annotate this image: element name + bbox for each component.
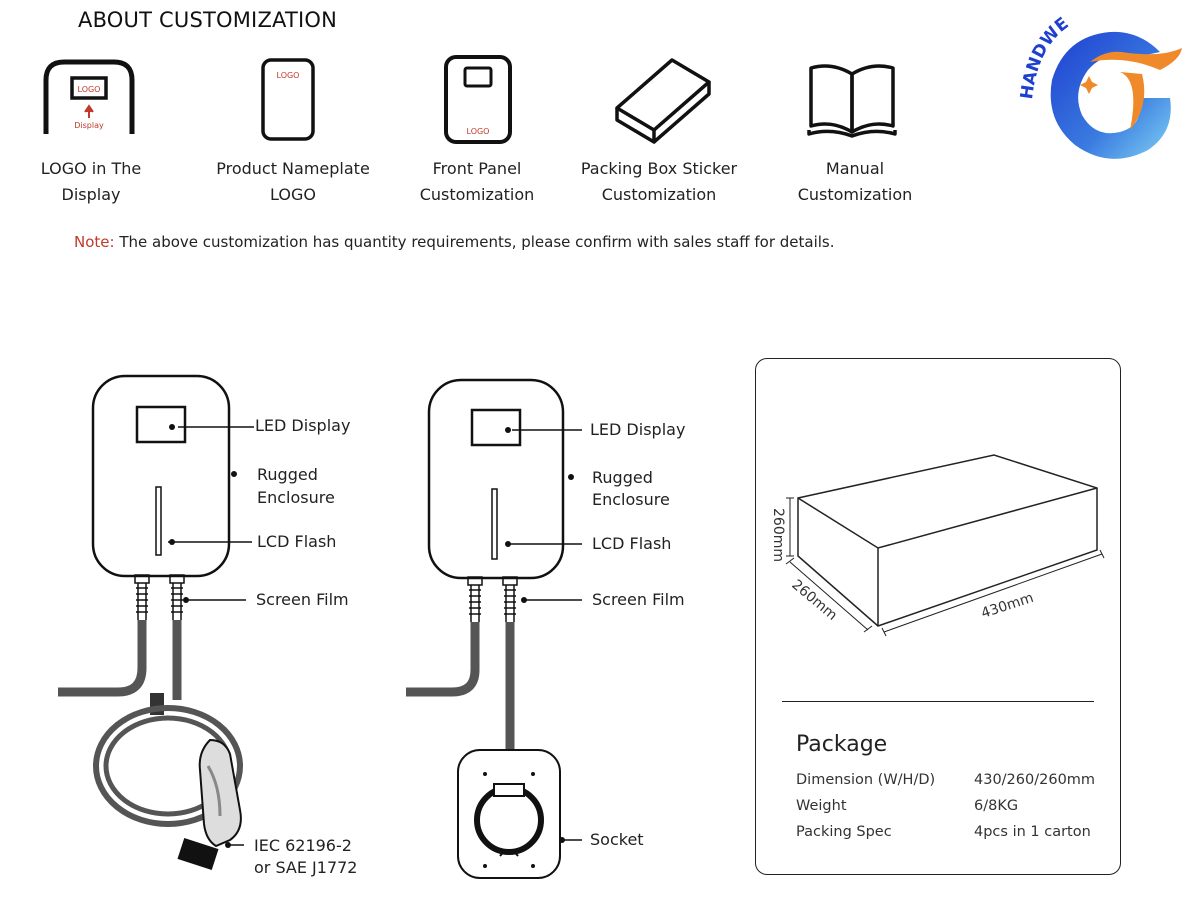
brand-logo: HANDWE	[1017, 14, 1182, 159]
option-line2: Customization	[419, 185, 535, 204]
enclosure-outline	[427, 378, 565, 580]
label-enclosure-a-2: Enclosure	[257, 488, 335, 507]
option-nameplate[interactable]: Product Nameplate LOGO	[203, 156, 383, 208]
spec-value-packing: 4pcs in 1 carton	[974, 824, 1091, 840]
spec-value-weight: 6/8KG	[974, 798, 1019, 814]
label-enclosure-b-2: Enclosure	[592, 490, 670, 509]
lcd-flash-strip	[491, 488, 498, 560]
box-sticker-icon	[615, 58, 711, 144]
display-logo-text: LOGO	[78, 85, 101, 94]
enclosure-outline	[91, 374, 231, 578]
spec-key-packing: Packing Spec	[796, 824, 892, 840]
label-screen-film-b: Screen Film	[592, 590, 685, 609]
label-plug-a-2: or SAE J1772	[254, 858, 358, 877]
front-panel-logo-text: LOGO	[467, 127, 490, 136]
coiled-cable	[93, 705, 243, 827]
brand-wing-icon	[1090, 48, 1182, 70]
option-front-panel[interactable]: Front Panel Customization	[402, 156, 552, 208]
option-line1: Manual	[825, 159, 885, 178]
option-manual[interactable]: Manual Customization	[780, 156, 930, 208]
option-line1: Packing Box Sticker	[580, 159, 738, 178]
nameplate-logo-text: LOGO	[277, 71, 300, 80]
display-text: Display	[74, 121, 104, 130]
display-logo-icon: LOGO Display	[43, 59, 135, 134]
option-box-sticker[interactable]: Packing Box Sticker Customization	[570, 156, 748, 208]
label-plug-a-1: IEC 62196-2	[254, 836, 352, 855]
lcd-flash-strip	[155, 486, 162, 556]
package-box-drawing: 260mm 260mm 430mm	[770, 454, 1105, 637]
page-title: ABOUT CUSTOMIZATION	[78, 8, 338, 32]
option-line1: Front Panel	[432, 159, 522, 178]
note-text: Note: The above customization has quanti…	[74, 233, 835, 251]
brand-star-icon	[1080, 76, 1098, 94]
option-line2: Customization	[601, 185, 717, 204]
option-line2: Customization	[797, 185, 913, 204]
label-lcd-flash-a: LCD Flash	[257, 532, 337, 551]
option-line2: LOGO	[270, 185, 316, 204]
cable-left	[58, 620, 147, 697]
option-line2: Display	[61, 185, 121, 204]
box-outline	[797, 454, 1098, 627]
charging-plug	[198, 738, 242, 848]
front-panel-icon: LOGO	[444, 55, 512, 144]
brand-tail-icon	[1120, 72, 1145, 130]
charger-plug-diagram	[58, 374, 254, 871]
spec-value-dimension: 430/260/260mm	[974, 772, 1096, 788]
led-display-window	[135, 405, 187, 444]
option-display-logo[interactable]: LOGO in The Display	[10, 156, 172, 208]
label-enclosure-b-1: Rugged	[592, 468, 653, 487]
spec-key-dimension: Dimension (W/H/D)	[796, 772, 936, 788]
socket-housing	[457, 749, 561, 879]
dim-height: 260mm	[770, 508, 786, 562]
label-led-display-b: LED Display	[590, 420, 686, 439]
spec-key-weight: Weight	[796, 798, 847, 814]
package-divider	[782, 701, 1094, 702]
led-display-window	[470, 408, 522, 447]
label-led-display-a: LED Display	[255, 416, 351, 435]
charger-socket-diagram	[406, 378, 582, 879]
customization-icons: LOGO Display LOGO LOGO	[43, 55, 897, 144]
label-socket-b: Socket	[590, 830, 644, 849]
brand-ring-icon	[1050, 31, 1171, 159]
note-prefix: Note:	[74, 233, 115, 251]
cable-left	[406, 622, 480, 697]
package-panel	[755, 358, 1121, 875]
label-enclosure-a-1: Rugged	[257, 465, 318, 484]
option-line1: LOGO in The	[40, 159, 142, 178]
package-title: Package	[796, 732, 888, 757]
option-line1: Product Nameplate	[216, 159, 370, 178]
nameplate-icon: LOGO	[261, 58, 315, 141]
label-lcd-flash-b: LCD Flash	[592, 534, 672, 553]
note-body: The above customization has quantity req…	[114, 233, 835, 251]
label-screen-film-a: Screen Film	[256, 590, 349, 609]
manual-book-icon	[807, 64, 897, 138]
